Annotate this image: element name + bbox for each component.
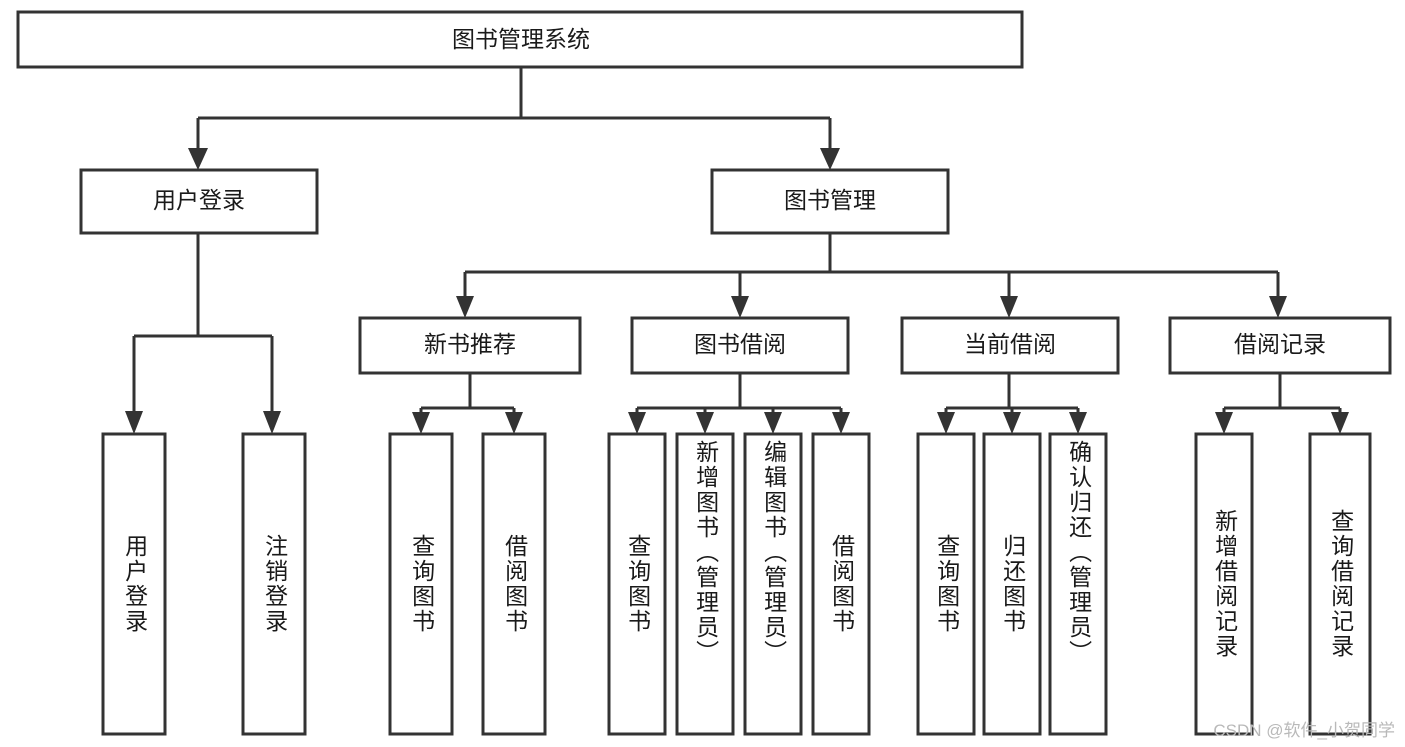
node-current-borrow[interactable]: 当前借阅 <box>900 316 1120 375</box>
node-box-leaf-confirm-return-admin[interactable] <box>1048 432 1108 736</box>
node-box-book-management[interactable] <box>710 168 950 235</box>
node-box-leaf-query-borrow-record[interactable] <box>1308 432 1372 736</box>
node-root-system[interactable]: 图书管理系统 <box>16 10 1024 69</box>
arrow-head-leaf-query-book-borrow <box>628 412 646 434</box>
node-box-leaf-query-book-current[interactable] <box>916 432 976 736</box>
arrow-head-book-management <box>820 148 840 170</box>
node-box-leaf-logout[interactable] <box>241 432 307 736</box>
arrow-head-leaf-borrow-book-rec <box>505 412 523 434</box>
connector-group-book-borrow-to-leaves <box>628 373 850 434</box>
node-box-book-borrow[interactable] <box>630 316 850 375</box>
arrow-head-user-login <box>188 148 208 170</box>
node-box-current-borrow[interactable] <box>900 316 1120 375</box>
node-box-borrow-record[interactable] <box>1168 316 1392 375</box>
node-user-login[interactable]: 用户登录 <box>79 168 319 235</box>
node-box-leaf-add-borrow-record[interactable] <box>1194 432 1254 736</box>
arrow-head-new-book-recommend <box>456 296 474 318</box>
arrow-head-leaf-borrow-book <box>832 412 850 434</box>
arrow-head-leaf-confirm-return-admin <box>1069 412 1087 434</box>
node-box-root[interactable] <box>16 10 1024 69</box>
node-label-borrow-record: 借阅记录 <box>1234 331 1326 357</box>
node-box-leaf-query-book-rec[interactable] <box>388 432 454 736</box>
node-box-new-book-recommend[interactable] <box>358 316 582 375</box>
node-box-leaf-edit-book-admin[interactable] <box>743 432 803 736</box>
connector-group-user-login-to-leaves <box>125 233 281 434</box>
node-label-book-borrow: 图书借阅 <box>694 331 786 357</box>
arrow-head-leaf-add-borrow-record <box>1215 412 1233 434</box>
arrow-head-leaf-query-borrow-record <box>1331 412 1349 434</box>
leaf-boxes-group <box>101 432 1372 736</box>
node-borrow-record[interactable]: 借阅记录 <box>1168 316 1392 375</box>
arrow-head-leaf-return-book <box>1003 412 1021 434</box>
node-box-leaf-user-login[interactable] <box>101 432 167 736</box>
arrow-head-leaf-query-book-current <box>937 412 955 434</box>
arrow-head-leaf-user-login <box>125 411 143 434</box>
node-label-book-management: 图书管理 <box>784 187 876 213</box>
node-box-user-login[interactable] <box>79 168 319 235</box>
arrow-head-current-borrow <box>1000 296 1018 318</box>
connector-group-current-borrow-to-leaves <box>937 373 1087 434</box>
node-label-user-login: 用户登录 <box>153 187 245 213</box>
node-label-current-borrow: 当前借阅 <box>964 331 1056 357</box>
arrow-head-book-borrow <box>731 296 749 318</box>
connector-group-book-management-to-level3 <box>456 233 1287 318</box>
node-new-book-recommend[interactable]: 新书推荐 <box>358 316 582 375</box>
watermark-text: CSDN @软件_小贺同学 <box>1213 721 1395 740</box>
node-label-root: 图书管理系统 <box>452 26 590 52</box>
node-book-management[interactable]: 图书管理 <box>710 168 950 235</box>
node-box-leaf-add-book-admin[interactable] <box>675 432 735 736</box>
connector-group-new-book-recommend-to-leaves <box>412 373 523 434</box>
node-box-leaf-borrow-book[interactable] <box>811 432 871 736</box>
arrow-head-leaf-query-book-rec <box>412 412 430 434</box>
arrow-head-leaf-add-book-admin <box>696 412 714 434</box>
connector-group-root-to-level2 <box>188 67 840 170</box>
node-box-leaf-return-book[interactable] <box>982 432 1042 736</box>
connector-group-borrow-record-to-leaves <box>1215 373 1349 434</box>
node-box-leaf-query-book-borrow[interactable] <box>607 432 667 736</box>
arrow-head-leaf-logout <box>263 411 281 434</box>
node-label-new-book-recommend: 新书推荐 <box>424 331 516 357</box>
node-box-leaf-borrow-book-rec[interactable] <box>481 432 547 736</box>
node-book-borrow[interactable]: 图书借阅 <box>630 316 850 375</box>
arrow-head-leaf-edit-book-admin <box>764 412 782 434</box>
arrow-head-borrow-record <box>1269 296 1287 318</box>
